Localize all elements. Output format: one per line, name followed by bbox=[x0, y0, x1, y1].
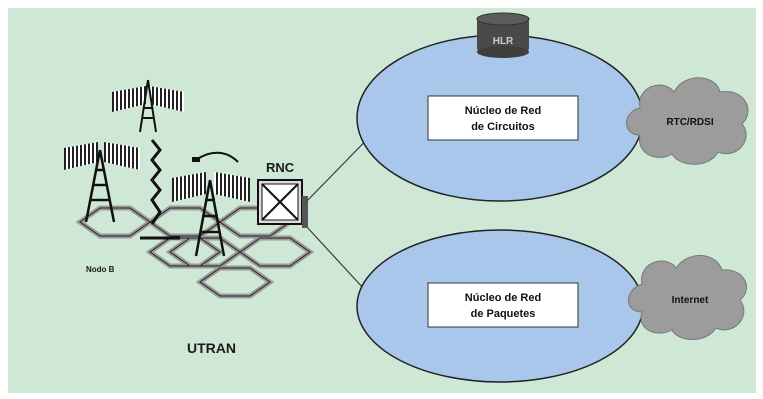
hlr-database-icon: HLR bbox=[476, 12, 530, 58]
utran-label: UTRAN bbox=[187, 340, 236, 356]
rnc-node-icon bbox=[257, 179, 308, 228]
link-zigzag-1 bbox=[150, 139, 162, 225]
hlr-label: HLR bbox=[493, 36, 514, 47]
cloud-pstn-icon: RTC/RDSI bbox=[626, 77, 749, 165]
antenna-tower-left-icon bbox=[64, 142, 140, 223]
antenna-tower-center-icon bbox=[172, 172, 250, 257]
antenna-tower-top-icon bbox=[112, 79, 184, 133]
rnc-label: RNC bbox=[266, 160, 295, 175]
packet-core-domain: Núcleo de Red de Paquetes bbox=[356, 229, 644, 383]
packet-core-label-line2: de Paquetes bbox=[471, 308, 536, 320]
circuit-core-domain: Núcleo de Red de Circuitos bbox=[356, 34, 644, 202]
circuit-core-label-line2: de Circuitos bbox=[471, 121, 535, 133]
cloud-internet-icon: Internet bbox=[628, 255, 747, 340]
link-arrow-to-rnc bbox=[195, 151, 239, 163]
cloud-pstn-label: RTC/RDSI bbox=[666, 117, 713, 128]
node-b-label: Nodo B bbox=[86, 265, 115, 274]
cloud-internet-label: Internet bbox=[672, 295, 709, 306]
packet-core-label-line1: Núcleo de Red bbox=[465, 292, 541, 304]
circuit-core-label-line1: Núcleo de Red bbox=[465, 105, 541, 117]
